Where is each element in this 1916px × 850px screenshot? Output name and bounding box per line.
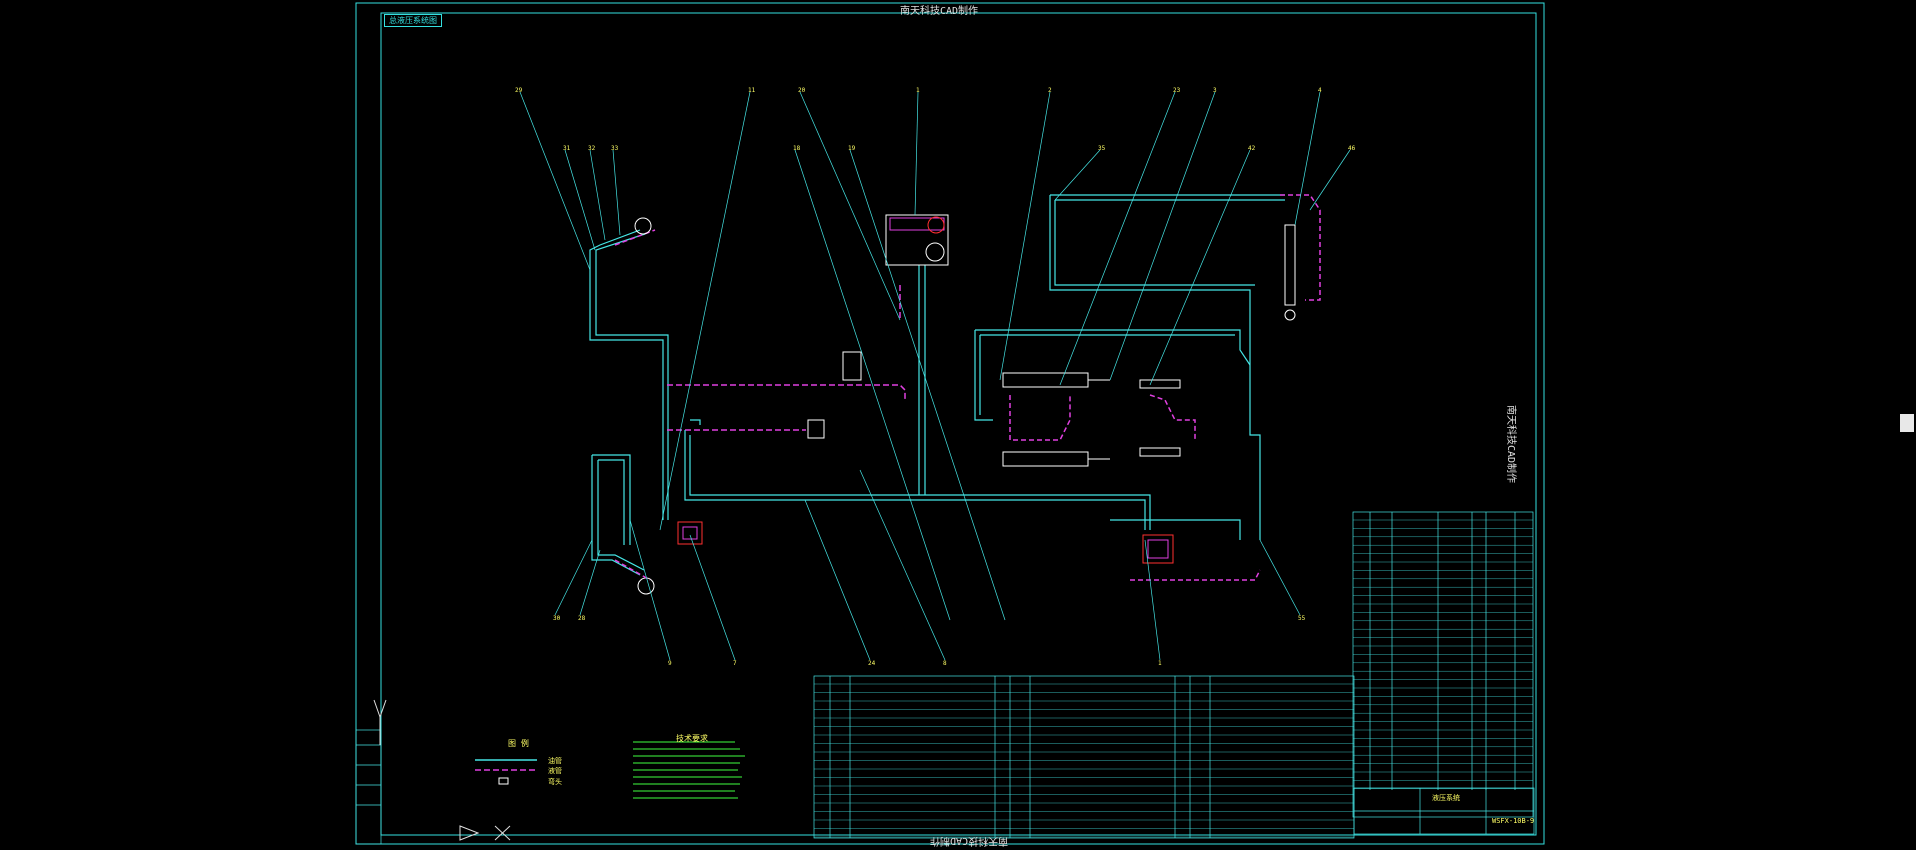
pipe-group-left-lower [591,454,645,576]
cylinder-1 [1002,372,1110,388]
legend-item-oil: 油管 [548,757,562,765]
svg-text:46: 46 [1348,145,1356,152]
parts-list-right [1352,511,1534,818]
legend-title: 图 例 [508,739,529,748]
svg-text:23: 23 [1173,87,1181,94]
svg-text:31: 31 [563,145,571,152]
pipe-group-left-upper [589,229,669,520]
cylinder-2 [1002,451,1110,467]
tech-notes-lines [633,741,745,799]
svg-text:30: 30 [553,615,561,622]
valve-center-lower [807,419,825,439]
cylinder-3 [1139,379,1181,389]
pipe-group-right [974,194,1285,540]
valve-block-left [677,521,703,545]
svg-text:33: 33 [611,145,619,152]
legend-item-elbow: 弯头 [548,778,562,786]
drawing-title-bottom: 南天科技CAD制作 [930,835,1009,846]
svg-text:24: 24 [868,660,876,667]
title-block [1353,787,1535,835]
motor-bottom-left [637,577,655,595]
svg-text:18: 18 [793,145,801,152]
valve-center-upper [842,351,862,381]
svg-text:7: 7 [733,660,737,667]
svg-text:1: 1 [916,87,920,94]
svg-text:20: 20 [798,87,806,94]
cylinder-vertical [1284,224,1296,321]
svg-text:2: 2 [1048,87,1052,94]
parts-list-bottom [813,675,1355,839]
motor-top-left [634,217,652,235]
svg-text:42: 42 [1248,145,1256,152]
parts-list-right-rows [1353,519,1533,789]
svg-text:35: 35 [1098,145,1106,152]
pressure-line-center [684,265,1151,530]
ucs-axis-icon [373,699,511,841]
svg-text:28: 28 [578,615,586,622]
svg-text:55: 55 [1298,615,1306,622]
svg-text:32: 32 [588,145,596,152]
vertical-scrollbar[interactable] [1898,0,1916,847]
legend-lines [475,759,537,785]
svg-text:9: 9 [668,660,672,667]
return-line-right [1009,194,1321,581]
leader-lines [519,91,1351,661]
svg-text:4: 4 [1318,87,1322,94]
revision-block [355,729,382,845]
svg-text:11: 11 [748,87,756,94]
drawing-title-side: 南天科技CAD制作 [1505,405,1516,484]
svg-text:19: 19 [848,145,856,152]
inner-frame [380,12,1537,836]
tech-notes-title: 技术要求 [676,734,708,743]
return-line-main [667,285,906,431]
title-block-name: 液压系统 [1432,794,1460,802]
svg-text:29: 29 [515,87,523,94]
title-block-code: WSFX-10B-9 [1492,817,1535,825]
drawing-stamp: 总液压系统图 [384,14,442,27]
parts-list-bottom-rows [814,683,1354,838]
drawing-title-top: 南天科技CAD制作 [900,6,979,17]
svg-text:3: 3 [1213,87,1217,94]
valve-block-right [1142,534,1174,564]
svg-text:1: 1 [1158,660,1162,667]
legend-item-fluid: 液管 [548,767,562,775]
svg-text:8: 8 [943,660,947,667]
outer-frame [355,2,1545,845]
pump-station [885,214,949,266]
cylinder-4 [1139,447,1181,457]
scroll-thumb[interactable] [1900,414,1914,432]
